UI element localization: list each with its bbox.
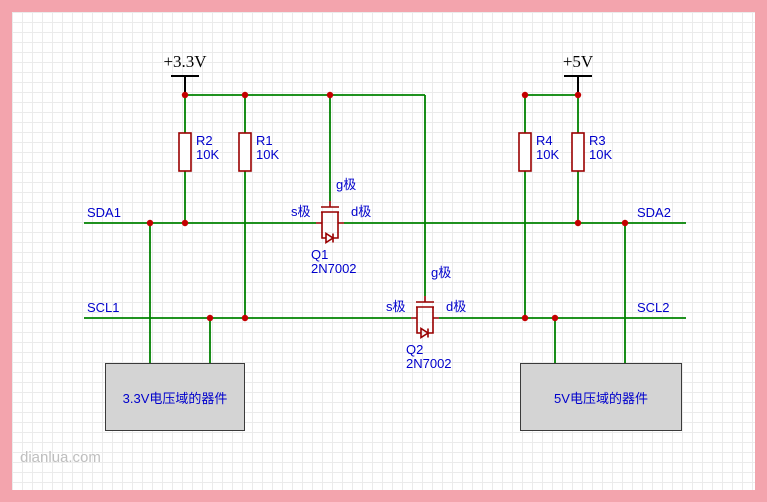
power-label-5v: +5V: [562, 52, 594, 71]
junction-dot: [326, 91, 334, 99]
junction-dot: [621, 219, 629, 227]
resistor-ref-r4: R4: [536, 133, 553, 148]
mosfet-symbol-q2: [411, 296, 439, 339]
q1-gate-label: g极: [336, 177, 357, 192]
resistor-symbol-r2: [178, 132, 192, 172]
net-label-sda2: SDA2: [637, 205, 671, 220]
q1-ref-label: Q1: [311, 247, 329, 262]
net-label-scl1: SCL1: [87, 300, 120, 315]
resistor-symbol-r1: [238, 132, 252, 172]
watermark-text: dianlua.com: [20, 449, 101, 466]
resistor-value-r3: 10K: [589, 147, 613, 162]
resistor-ref-r2: R2: [196, 133, 213, 148]
resistor-value-r2: 10K: [196, 147, 220, 162]
q1-source-label: s极: [291, 204, 311, 219]
mosfet-symbol-q1: [316, 201, 344, 244]
junction-dot: [181, 219, 189, 227]
resistor-symbol-r4: [518, 132, 532, 172]
device-box-3v3-domain: 3.3V电压域的器件: [105, 363, 245, 431]
junction-dot: [241, 314, 249, 322]
junction-dot: [551, 314, 559, 322]
junction-dot: [206, 314, 214, 322]
junction-dot: [521, 91, 529, 99]
net-label-scl2: SCL2: [637, 300, 670, 315]
q2-source-label: s极: [386, 299, 406, 314]
junction-dot: [574, 219, 582, 227]
junction-dot: [521, 314, 529, 322]
junction-dots: [146, 91, 629, 322]
q2-part-label: 2N7002: [406, 356, 452, 371]
junction-dot: [146, 219, 154, 227]
q1-part-label: 2N7002: [311, 261, 357, 276]
q2-gate-label: g极: [431, 265, 452, 280]
junction-dot: [181, 91, 189, 99]
junction-dot: [241, 91, 249, 99]
resistor-value-r1: 10K: [256, 147, 280, 162]
power-label-3v3: +3.3V: [163, 52, 207, 71]
device-box-5v-domain: 5V电压域的器件: [520, 363, 682, 431]
body-diode-icon: [420, 327, 430, 339]
q1-drain-label: d极: [351, 204, 372, 219]
resistor-ref-r3: R3: [589, 133, 606, 148]
resistor-symbol-r3: [571, 132, 585, 172]
q2-ref-label: Q2: [406, 342, 424, 357]
q2-drain-label: d极: [446, 299, 467, 314]
resistor-value-r4: 10K: [536, 147, 560, 162]
junction-dot: [574, 91, 582, 99]
body-diode-icon: [325, 232, 335, 244]
net-label-sda1: SDA1: [87, 205, 121, 220]
resistor-ref-r1: R1: [256, 133, 273, 148]
